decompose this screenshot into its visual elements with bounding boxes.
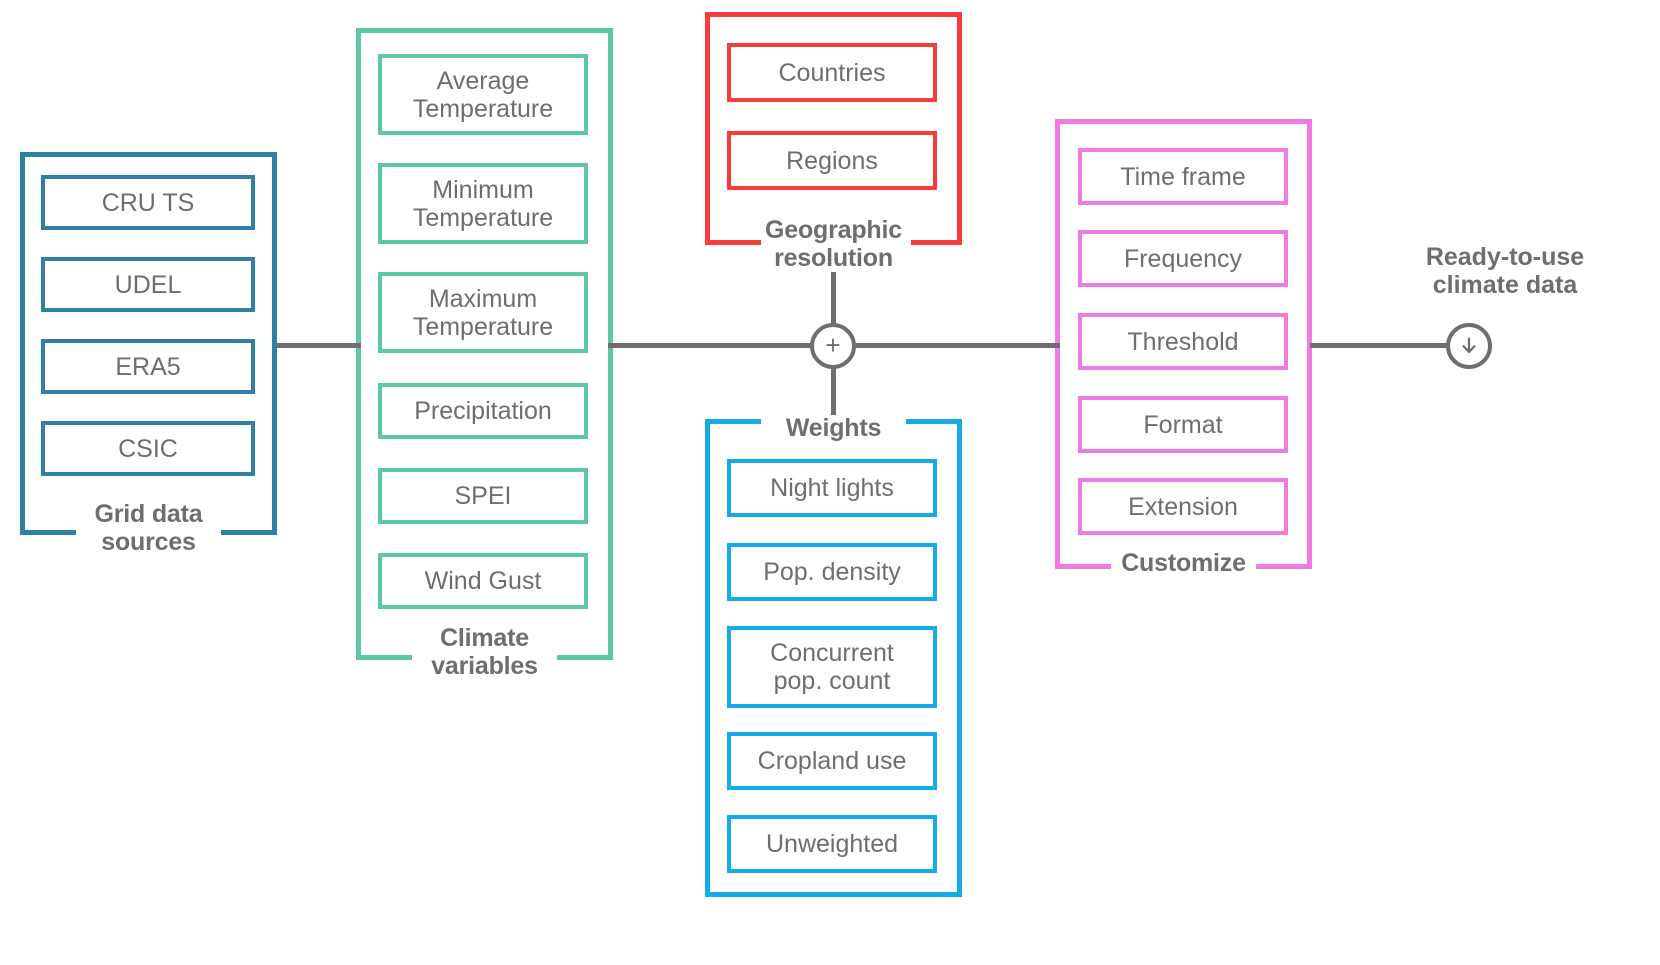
group-label-gap-grid-data-sources: [76, 524, 221, 536]
plus-icon: +: [825, 330, 841, 360]
connector-customize-to-output: [1310, 343, 1447, 348]
group-label-climate-variables: Climate variables: [431, 624, 538, 680]
chip-regions[interactable]: Regions: [727, 131, 937, 190]
chip-format[interactable]: Format: [1078, 396, 1288, 453]
connector-sources-to-variables: [277, 343, 361, 348]
chip-maximum-temperature[interactable]: Maximum Temperature: [378, 272, 588, 353]
chip-average-temperature[interactable]: Average Temperature: [378, 54, 588, 135]
chip-unweighted[interactable]: Unweighted: [727, 815, 937, 873]
output-label: Ready-to-use climate data: [1425, 243, 1585, 299]
group-geographic-resolution: [705, 12, 962, 246]
chip-csic[interactable]: CSIC: [41, 421, 255, 476]
group-label-gap-customize: [1111, 558, 1256, 570]
group-label-customize: Customize: [1121, 549, 1246, 577]
group-label-grid-data-sources: Grid data sources: [94, 500, 203, 556]
chip-frequency[interactable]: Frequency: [1078, 230, 1288, 287]
chip-extension[interactable]: Extension: [1078, 478, 1288, 535]
group-label-gap-geographic-resolution: [761, 234, 911, 246]
download-output-node[interactable]: [1446, 323, 1492, 369]
group-grid-data-sources: [20, 152, 277, 536]
group-weights: [705, 415, 962, 897]
chip-threshold[interactable]: Threshold: [1078, 313, 1288, 370]
group-label-geographic-resolution: Geographic resolution: [765, 216, 902, 272]
chip-era5[interactable]: ERA5: [41, 339, 255, 394]
chip-concurrent-pop-count[interactable]: Concurrent pop. count: [727, 626, 937, 708]
connector-geo-to-junction: [831, 272, 836, 324]
chip-cru-ts[interactable]: CRU TS: [41, 175, 255, 230]
combine-junction-node[interactable]: +: [810, 323, 856, 369]
chip-cropland-use[interactable]: Cropland use: [727, 732, 937, 790]
connector-junction-to-customize: [855, 343, 1060, 348]
connector-variables-to-junction: [608, 343, 813, 348]
chip-spei[interactable]: SPEI: [378, 468, 588, 524]
connector-junction-to-weights: [831, 366, 836, 418]
chip-time-frame[interactable]: Time frame: [1078, 148, 1288, 205]
chip-wind-gust[interactable]: Wind Gust: [378, 553, 588, 609]
group-label-weights: Weights: [785, 414, 882, 442]
chip-night-lights[interactable]: Night lights: [727, 459, 937, 517]
chip-udel[interactable]: UDEL: [41, 257, 255, 312]
download-arrow-icon: [1457, 334, 1481, 358]
chip-precipitation[interactable]: Precipitation: [378, 383, 588, 439]
chip-countries[interactable]: Countries: [727, 43, 937, 102]
group-label-gap-climate-variables: [412, 649, 557, 661]
group-label-gap-weights: [761, 415, 906, 427]
chip-pop-density[interactable]: Pop. density: [727, 543, 937, 601]
chip-minimum-temperature[interactable]: Minimum Temperature: [378, 163, 588, 244]
